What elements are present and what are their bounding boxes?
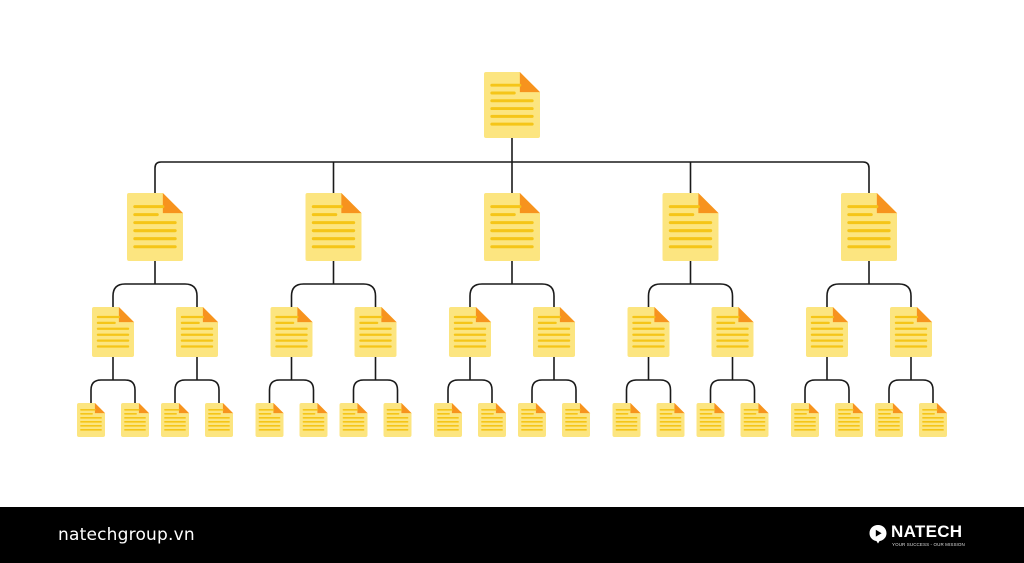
page-document-icon	[383, 403, 412, 437]
leaf-connector	[531, 357, 577, 403]
page-document-icon	[791, 403, 819, 437]
subcategory-document-icon	[806, 307, 848, 357]
connector-bar	[447, 379, 493, 403]
subcategory-document-icon	[176, 307, 218, 357]
connector-bar	[112, 283, 198, 307]
connector-bar	[352, 379, 399, 403]
footer-bar: natechgroup.vn NATECH YOUR SUCCESS - OUR…	[0, 507, 1024, 563]
page-document-icon	[835, 403, 863, 437]
connector-bar	[826, 283, 912, 307]
branch-connector	[647, 261, 734, 307]
site-url[interactable]: natechgroup.vn	[58, 525, 195, 545]
connector-bar	[174, 379, 220, 403]
category-document-icon	[305, 193, 362, 261]
page-document-icon	[77, 403, 105, 437]
leaf-connector	[90, 357, 136, 403]
play-pin-icon	[869, 525, 887, 544]
page-document-icon	[121, 403, 149, 437]
page-document-icon	[562, 403, 590, 437]
leaf-connector	[447, 357, 493, 403]
leaf-connector	[804, 357, 850, 403]
leaf-connector	[174, 357, 220, 403]
leaf-connector	[268, 357, 315, 403]
site-structure-diagram	[77, 72, 947, 437]
connector-bar	[625, 379, 672, 403]
branch-connector	[290, 261, 377, 307]
page-document-icon	[255, 403, 284, 437]
page-document-icon	[434, 403, 462, 437]
brand-name: NATECH	[891, 522, 963, 541]
connector-bar	[90, 379, 136, 403]
branch-connector	[826, 261, 912, 307]
branch-connector	[112, 261, 198, 307]
page-document-icon	[875, 403, 903, 437]
category-document-icon	[127, 193, 183, 261]
leaf-connector	[709, 357, 756, 403]
connector-bar	[268, 379, 315, 403]
connector-bar	[290, 283, 377, 307]
page-document-icon	[612, 403, 641, 437]
subcategory-document-icon	[627, 307, 670, 357]
page-document-icon	[161, 403, 189, 437]
root-connector	[154, 138, 870, 193]
brand-tagline: YOUR SUCCESS - OUR MISSION	[892, 542, 965, 547]
connector-bar	[647, 283, 734, 307]
hierarchy-tree	[77, 72, 947, 437]
page-document-icon	[339, 403, 368, 437]
page-document-icon	[518, 403, 546, 437]
category-document-icon	[662, 193, 719, 261]
leaf-connector	[352, 357, 399, 403]
page-document-icon	[299, 403, 328, 437]
subcategory-document-icon	[890, 307, 932, 357]
leaf-connector	[888, 357, 934, 403]
brand-logo[interactable]: NATECH YOUR SUCCESS - OUR MISSION	[868, 521, 968, 551]
subcategory-document-icon	[270, 307, 313, 357]
page-document-icon	[205, 403, 233, 437]
page-document-icon	[740, 403, 769, 437]
page-document-icon	[919, 403, 947, 437]
subcategory-document-icon	[533, 307, 575, 357]
page-document-icon	[656, 403, 685, 437]
subcategory-document-icon	[354, 307, 397, 357]
subcategory-document-icon	[449, 307, 491, 357]
page-document-icon	[478, 403, 506, 437]
subcategory-document-icon	[92, 307, 134, 357]
category-document-icon	[484, 193, 540, 261]
branch-connector	[469, 261, 555, 307]
connector-bar	[709, 379, 756, 403]
page-document-icon	[696, 403, 725, 437]
category-document-icon	[841, 193, 897, 261]
connector-bar	[804, 379, 850, 403]
root-document-icon	[484, 72, 540, 138]
connector-bar	[888, 379, 934, 403]
subcategory-document-icon	[711, 307, 754, 357]
connector-bar	[469, 283, 555, 307]
connector-bar	[531, 379, 577, 403]
leaf-connector	[625, 357, 672, 403]
